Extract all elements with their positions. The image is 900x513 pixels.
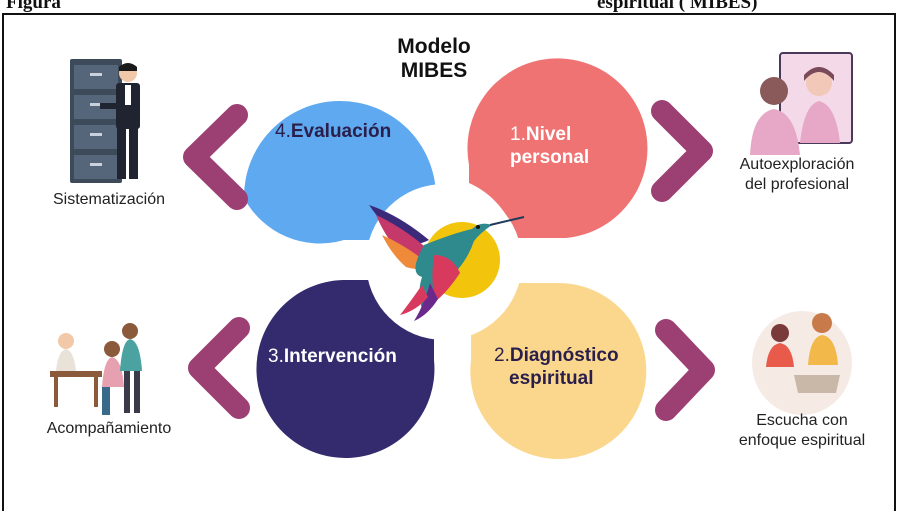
petal-intervencion xyxy=(256,280,435,458)
chevron-right-bottom-icon xyxy=(655,319,715,421)
petal-title: Diagnóstico xyxy=(509,345,619,366)
petal-title-line-2: espiritual xyxy=(509,368,594,389)
caption-line-1: Autoexploración xyxy=(739,156,855,173)
caption-text: Sistematización xyxy=(52,191,166,208)
filing-cabinet-person-icon xyxy=(70,59,140,183)
caption-autoexploracion: Autoexploración del profesional xyxy=(722,155,872,195)
petal-number: 4. xyxy=(275,121,291,142)
petal-title: Nivel xyxy=(525,124,572,145)
caption-line-2: enfoque espiritual xyxy=(738,432,866,449)
petal-number: 1. xyxy=(510,124,526,145)
caption-left-fragment: Figura xyxy=(6,0,61,13)
petal-number: 2. xyxy=(494,345,510,366)
caption-escucha: Escucha con enfoque espiritual xyxy=(722,411,882,451)
caption-line-1: Escucha con xyxy=(756,412,848,429)
chevron-left-bottom-icon xyxy=(188,317,250,419)
petal-title: Intervención xyxy=(283,346,397,367)
caregivers-group-icon xyxy=(50,323,142,415)
mirror-reflection-icon xyxy=(750,52,853,155)
chevron-left-top-icon xyxy=(183,104,248,210)
chevron-right-top-icon xyxy=(651,100,713,202)
petal-title-line-2: personal xyxy=(510,147,590,168)
mibes-diagram xyxy=(50,52,853,459)
figure-frame: Modelo MIBES 4.Evaluación 1.Nivel person… xyxy=(2,13,896,511)
caption-sistematizacion: Sistematización xyxy=(34,190,184,210)
cropped-figure-caption: Figura espiritual ( MIBES) xyxy=(0,0,900,14)
caption-text: Acompañamiento xyxy=(46,420,172,437)
label-diagnostico: 2.Diagnóstico espiritual xyxy=(494,344,619,390)
petal-diagnostico xyxy=(470,282,647,459)
title-line-1: Modelo xyxy=(397,35,471,58)
two-women-talking-icon xyxy=(752,311,852,415)
hummingbird-logo xyxy=(369,205,525,321)
label-evaluacion: 4.Evaluación xyxy=(275,120,391,143)
petal-nivel-personal xyxy=(467,58,648,238)
label-intervencion: 3.Intervención xyxy=(268,345,397,368)
title-line-2: MIBES xyxy=(400,59,468,82)
caption-acompanamiento: Acompañamiento xyxy=(29,419,189,439)
label-nivel-personal: 1.Nivel personal xyxy=(510,123,589,169)
petal-number: 3. xyxy=(268,346,284,367)
petal-title: Evaluación xyxy=(290,121,392,142)
diagram-title: Modelo MIBES xyxy=(354,35,514,83)
caption-right-fragment: espiritual ( MIBES) xyxy=(597,0,758,13)
caption-line-2: del profesional xyxy=(744,176,850,193)
